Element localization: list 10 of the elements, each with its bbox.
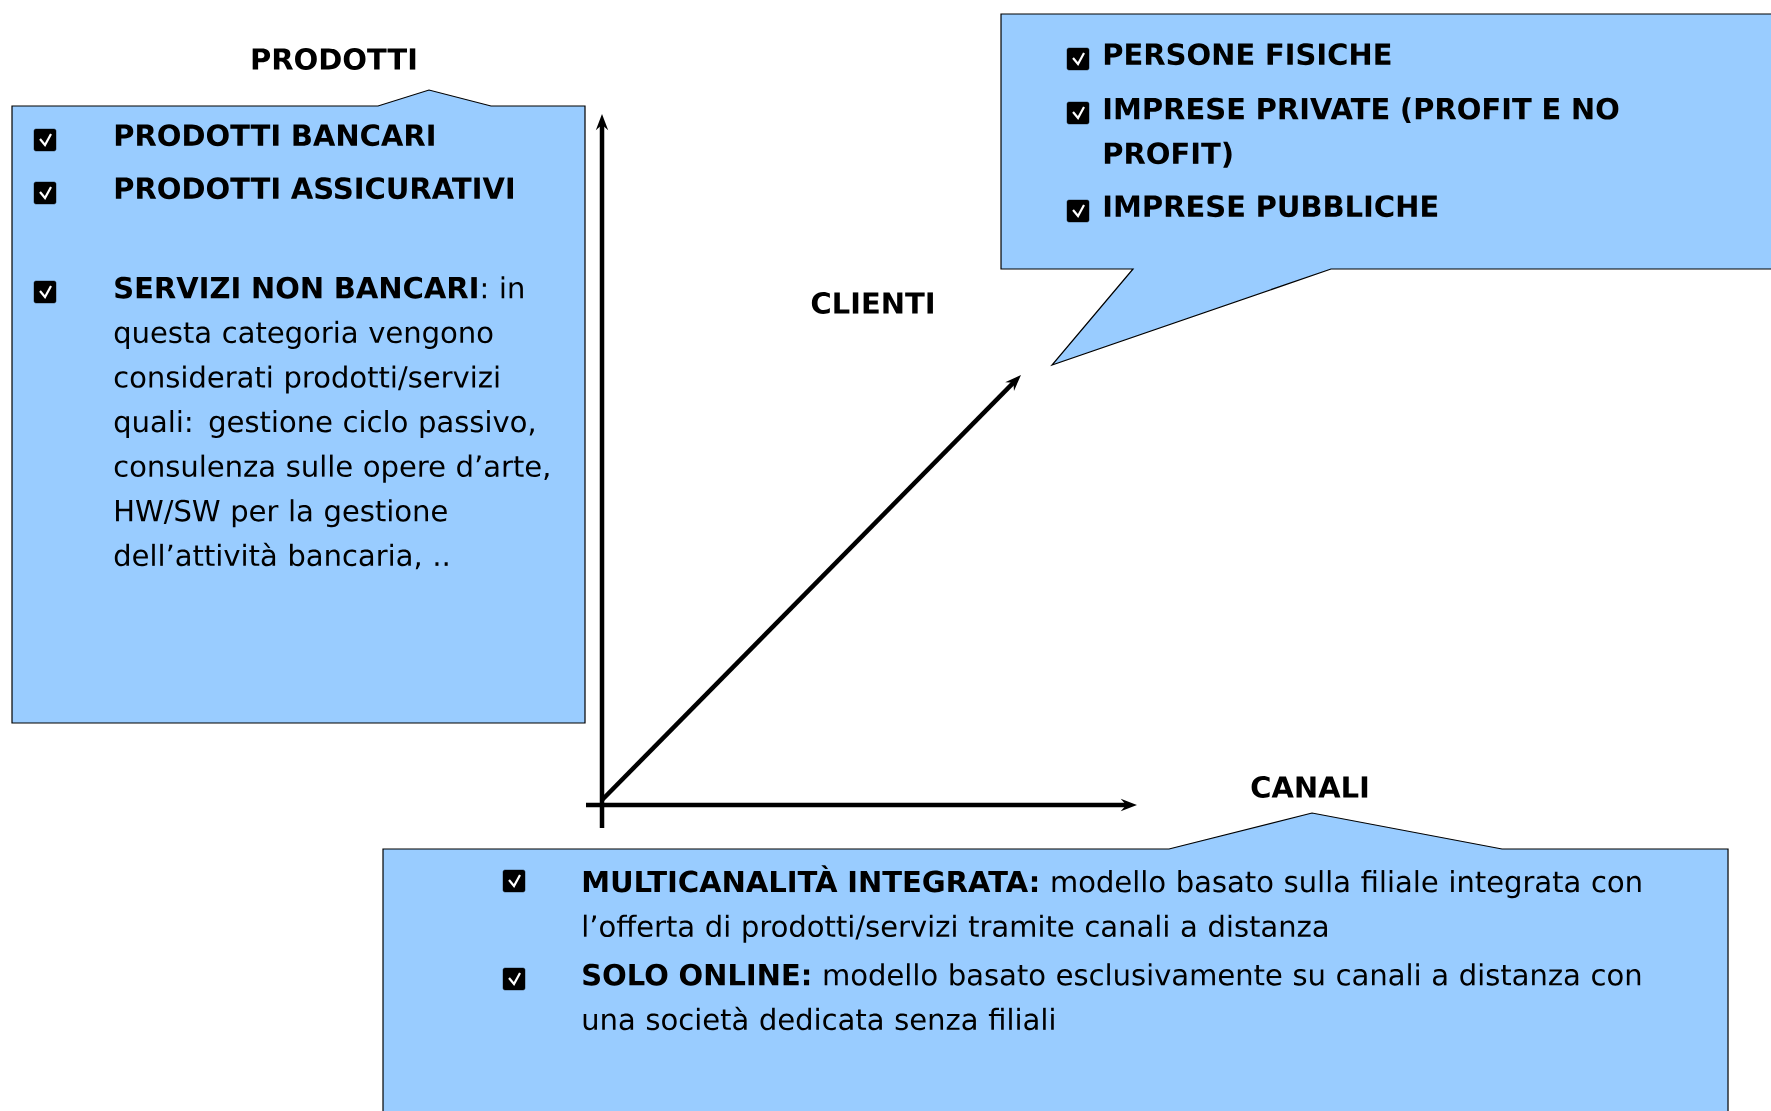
- list-item: PRODOTTI BANCARI: [115, 124, 434, 147]
- heading: PRODOTTI: [252, 48, 416, 70]
- list-item: SOLO ONLINE: modello basato esclusivamente su canali a distanza con una società dedicata senza filiali: [583, 963, 1641, 1031]
- list-item: IMPRESE PUBBLICHE: [1104, 195, 1438, 218]
- list-item: PRODOTTI ASSICURATIVI: [115, 177, 513, 200]
- list-item: SERVIZI NON BANCARI: in questa categoria vengono considerati prodotti/servizi quali: gestione ciclo passivo, consulenza sulle opere d’arte, HW/SW per la gestione dell’attività bancaria, ..: [114, 276, 549, 570]
- list-item: PERSONE FISICHE: [1104, 43, 1391, 66]
- heading: CANALI: [1251, 776, 1368, 798]
- heading: CLIENTI: [811, 292, 933, 314]
- list-item: IMPRESE PRIVATE (PROFIT E NO PROFIT): [1104, 97, 1619, 168]
